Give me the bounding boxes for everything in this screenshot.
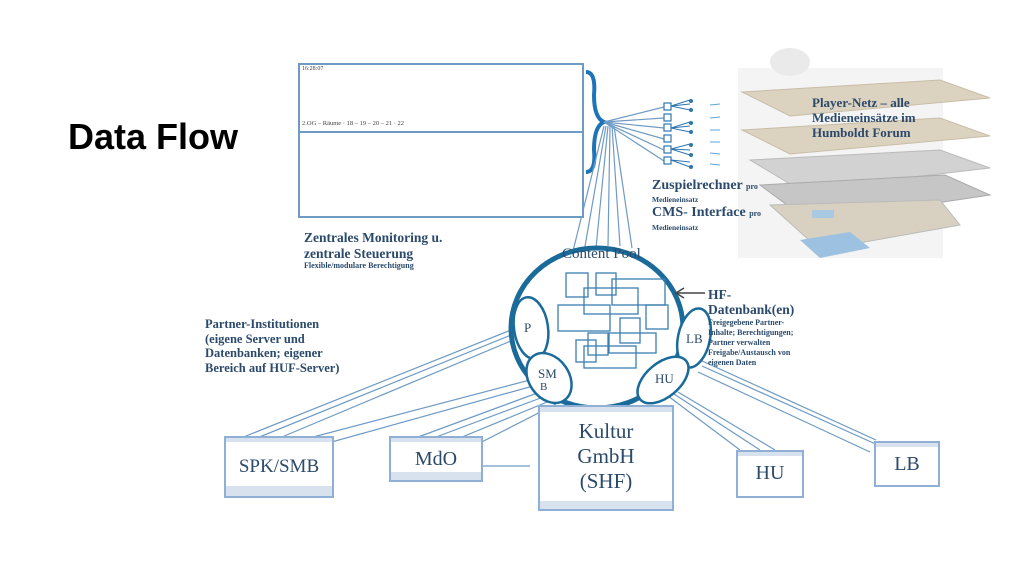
monitoring-label-line2: zentrale Steuerung <box>304 246 414 261</box>
institution-label: HU <box>755 462 785 484</box>
monitoring-rooms: 2.OG – Räume · 18 – 19 – 20 – 21 · 22 <box>302 120 405 127</box>
arrow-icons <box>709 103 721 166</box>
zuspiel-sub: Medieneinsatz <box>652 195 699 204</box>
hf-database-title: HF- Datenbank(en) <box>708 287 794 317</box>
player-net-line1: Player-Netz – alle <box>812 95 910 110</box>
institution-box-hu: HU <box>736 450 804 498</box>
content-pool <box>508 245 713 411</box>
cms-sub: Medieneinsatz <box>652 223 699 232</box>
institution-box-mdo: MdO <box>389 436 483 482</box>
distribution-connectors <box>571 106 665 256</box>
monitoring-timestamp: 16:28:07 <box>302 66 324 72</box>
monitoring-label-line1: Zentrales Monitoring u. <box>304 230 443 245</box>
kultur-line: (SHF) <box>579 469 633 493</box>
content-pool-title: Content Pool <box>562 246 641 262</box>
player-net-line3: Humboldt Forum <box>812 125 911 140</box>
hf-desc-line: Freigabe/Austausch von <box>708 348 791 357</box>
window-footer <box>540 501 672 509</box>
zuspiel-suffix: pro <box>746 182 758 191</box>
institution-connectors <box>235 327 881 467</box>
hf-title-line1: HF- <box>708 287 732 302</box>
segment-label-b: B <box>540 381 548 393</box>
window-bar <box>738 452 802 456</box>
arrow-left-icon <box>674 287 685 299</box>
content-item-rects <box>557 272 669 369</box>
window-bar <box>391 438 481 442</box>
window-footer <box>391 472 481 480</box>
monitoring-sublabel: Flexible/modulare Berechtigung <box>304 261 414 270</box>
window-bar <box>876 443 938 447</box>
pool-segment-hu <box>636 355 690 405</box>
institution-label: MdO <box>414 448 458 470</box>
hf-desc-line: Freigegebene Partner- <box>708 318 785 327</box>
zuspiel-text: Zuspielrechner <box>652 178 743 193</box>
monitoring-label: Zentrales Monitoring u. zentrale Steueru… <box>304 230 442 262</box>
institution-label: Kultur GmbH (SHF) <box>540 419 672 494</box>
hf-title-line2: Datenbank(en) <box>708 302 795 317</box>
segment-label-sm: SM <box>538 366 557 381</box>
cms-suffix: pro <box>749 209 762 218</box>
institution-label: SPK/SMB <box>238 456 320 477</box>
kultur-line: GmbH <box>577 444 635 468</box>
partner-line: Bereich auf HUF-Server) <box>205 360 340 375</box>
pool-segment-smb <box>525 351 573 405</box>
segment-label-p: P <box>524 320 532 335</box>
window-footer <box>226 486 332 496</box>
institution-label: LB <box>894 453 920 475</box>
monitoring-screen <box>298 63 584 218</box>
institution-box-lb: LB <box>874 441 940 487</box>
hf-database-description: Freigegebene Partner- Inhalte; Berechtig… <box>708 318 858 368</box>
slide-title: Data Flow <box>68 116 239 157</box>
building-floors-illustration <box>738 48 992 258</box>
hf-desc-line: eigenen Daten <box>708 358 757 367</box>
hf-desc-line: Inhalte; Berechtigungen; <box>708 328 794 337</box>
segment-label-lb: LB <box>686 331 703 346</box>
player-net-label: Player-Netz – alle Medieneinsätze im Hum… <box>812 95 972 140</box>
kultur-line: Kultur <box>578 419 634 443</box>
partner-institutions-label: Partner-Institutionen (eigene Server und… <box>205 317 425 375</box>
institution-box-kultur-gmbh: Kultur GmbH (SHF) <box>538 405 674 511</box>
cms-interface-label: CMS- Interface pro <box>652 205 761 221</box>
segment-label-hu: HU <box>655 371 674 386</box>
cms-text: CMS- Interface <box>652 205 746 220</box>
brace-icon <box>585 70 610 174</box>
player-net-line2: Medieneinsätze im <box>812 110 916 125</box>
partner-line: Partner-Institutionen <box>205 317 320 331</box>
monitoring-divider <box>298 131 584 133</box>
window-bar <box>540 407 672 412</box>
zuspielrechner-label: Zuspielrechner pro <box>652 178 758 194</box>
partner-line: (eigene Server und <box>205 331 305 346</box>
partner-line: Datenbanken; eigener <box>205 346 323 360</box>
institution-box-spk-smb: SPK/SMB <box>224 436 334 498</box>
hf-desc-line: Partner verwalten <box>708 338 771 347</box>
window-bar <box>226 438 332 442</box>
